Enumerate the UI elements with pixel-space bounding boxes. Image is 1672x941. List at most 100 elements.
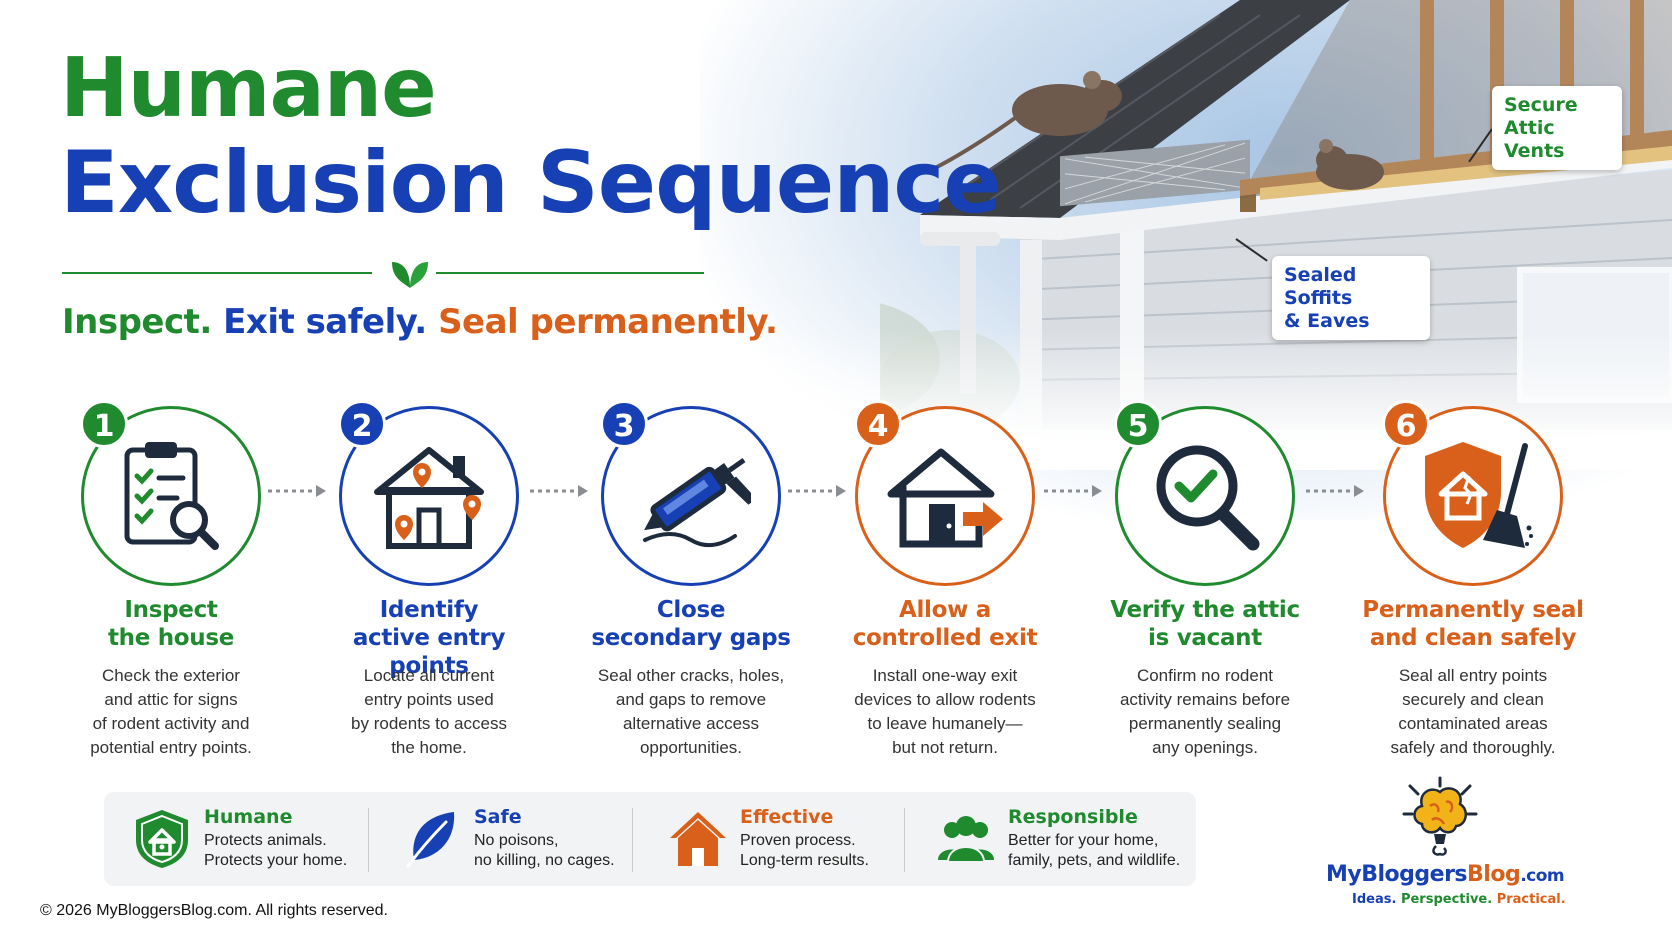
step-3-number: 3 [600,400,648,448]
brand-name-part3: .com [1520,866,1565,886]
step-1-desc-line2: and attic for signs [104,690,238,709]
arrow-step-5-6 [1306,485,1364,497]
step-5-desc-line4: any openings. [1152,738,1258,757]
step-4-desc-line3: to leave humanely— [867,714,1023,733]
step-6-title: Permanently seal and clean safely [1358,596,1588,652]
step-3-desc-line2: and gaps to remove [615,690,767,709]
benefits-bar: Humane Protects animals. Protects your h… [104,792,1196,886]
benefit-responsible-title: Responsible [1008,806,1138,828]
step-4-number: 4 [854,400,902,448]
callout-vents-line1: Secure [1504,94,1578,116]
copyright-notice: © 2026 MyBloggersBlog.com. All rights re… [40,902,388,919]
step-2-desc-line2: entry points used [364,690,494,709]
step-5-title-line2: is vacant [1148,625,1262,651]
tagline-exit: Exit safely. [223,302,427,342]
step-4-desc-line4: but not return. [892,738,998,757]
step-1-desc-line1: Check the exterior [102,666,240,685]
magnifier-check-icon [1156,445,1260,551]
callout-attic-vents: Secure Attic Vents [1492,86,1622,171]
step-5-description: Confirm no rodent activity remains befor… [1090,664,1320,760]
leaf-icon [392,262,428,288]
brand-tag-perspective: Perspective. [1400,892,1493,907]
arrow-step-4-5 [1044,485,1102,497]
arrow-step-2-3 [530,485,588,497]
step-5-desc-line2: activity remains before [1119,690,1291,709]
callout-soffits-line1: Sealed Soffits [1284,264,1357,309]
step-4-title: Allow a controlled exit [830,596,1060,652]
benefit-effective-line1: Proven process. [740,832,856,849]
step-5-title: Verify the attic is vacant [1090,596,1320,652]
step-2-title-line1: Identify [379,597,479,623]
step-6-title-line2: and clean safely [1369,625,1577,651]
step-6-description: Seal all entry points securely and clean… [1358,664,1588,760]
step-4-title-line2: controlled exit [852,625,1038,651]
brain-bulb-logo [1402,776,1478,856]
step-1-title-line1: Inspect [124,597,218,623]
house-exit-icon [887,448,1003,548]
clipboard-search-icon [124,442,219,550]
benefit-safe-title: Safe [474,806,522,828]
benefit-separator-3 [904,808,905,872]
benefit-effective-title: Effective [740,806,834,828]
house-icon [670,812,726,866]
step-6-title-line1: Permanently seal [1362,597,1584,623]
brand-tagline: Ideas. Perspective. Practical. [1352,892,1566,907]
step-4-description: Install one-way exit devices to allow ro… [830,664,1060,760]
step-6-number: 6 [1382,400,1430,448]
people-icon [938,816,994,863]
step-2-desc-line3: by rodents to access [351,714,507,733]
benefit-safe-line1: No poisons, [474,832,559,849]
step-6-desc-line4: safely and thoroughly. [1390,738,1556,757]
caulk-gun-icon [643,458,751,548]
arrow-step-3-4 [788,485,846,497]
step-3-description: Seal other cracks, holes, and gaps to re… [576,664,806,760]
step-3-title: Close secondary gaps [576,596,806,652]
step-2-title-line2: active entry points [352,625,506,679]
tagline-seal: Seal permanently. [438,302,778,342]
house-pins-icon [374,447,484,549]
step-3-title-line1: Close [656,597,726,623]
brand-tag-practical: Practical. [1496,892,1566,907]
tagline-inspect: Inspect. [62,302,212,342]
brand-name-part2: Blog [1467,862,1521,887]
benefit-humane-line2: Protects your home. [204,852,348,869]
benefit-responsible-line2: family, pets, and wildlife. [1008,852,1181,869]
step-4-desc-line2: devices to allow rodents [854,690,1036,709]
step-6-desc-line2: securely and clean [1402,690,1544,709]
step-3-desc-line4: opportunities. [639,738,743,757]
divider-left [62,272,372,274]
callout-soffits: Sealed Soffits & Eaves [1272,256,1430,341]
title-line1: Humane [60,41,437,136]
callout-soffits-line2: & Eaves [1284,309,1370,332]
step-2-number: 2 [338,400,386,448]
step-5-desc-line3: permanently sealing [1128,714,1282,733]
benefit-separator-1 [368,808,369,872]
step-3-desc-line3: alternative access [622,714,760,733]
step-3-desc-line1: Seal other cracks, holes, [597,666,785,685]
brand-tag-ideas: Ideas. [1352,892,1397,907]
benefit-responsible-line1: Better for your home, [1008,832,1159,849]
brand-name-part1: MyBloggers [1326,862,1468,887]
step-5-title-line1: Verify the attic [1110,597,1300,623]
step-6-desc-line1: Seal all entry points [1398,666,1548,685]
step-2-description: Locate all current entry points used by … [314,664,544,760]
step-3-title-line2: secondary gaps [591,625,791,651]
step-2-title: Identify active entry points [314,596,544,680]
step-2-desc-line4: the home. [391,738,467,757]
step-2-desc-line1: Locate all current [363,666,495,685]
step-1-description: Check the exterior and attic for signs o… [56,664,286,760]
step-1-title: Inspect the house [56,596,286,652]
divider-right [436,272,704,274]
leaf-icon [406,812,455,868]
shield-house-icon [136,810,188,868]
step-1-desc-line3: of rodent activity and [92,714,250,733]
shield-broom-icon [1425,442,1533,548]
benefit-effective-line2: Long-term results. [740,852,869,869]
step-5-number: 5 [1114,400,1162,448]
step-4-desc-line1: Install one-way exit [872,666,1018,685]
benefit-humane-line1: Protects animals. [204,832,327,849]
step-4-title-line1: Allow a [898,597,992,623]
step-5-desc-line1: Confirm no rodent [1136,666,1274,685]
benefit-safe-line2: no killing, no cages. [474,852,615,869]
